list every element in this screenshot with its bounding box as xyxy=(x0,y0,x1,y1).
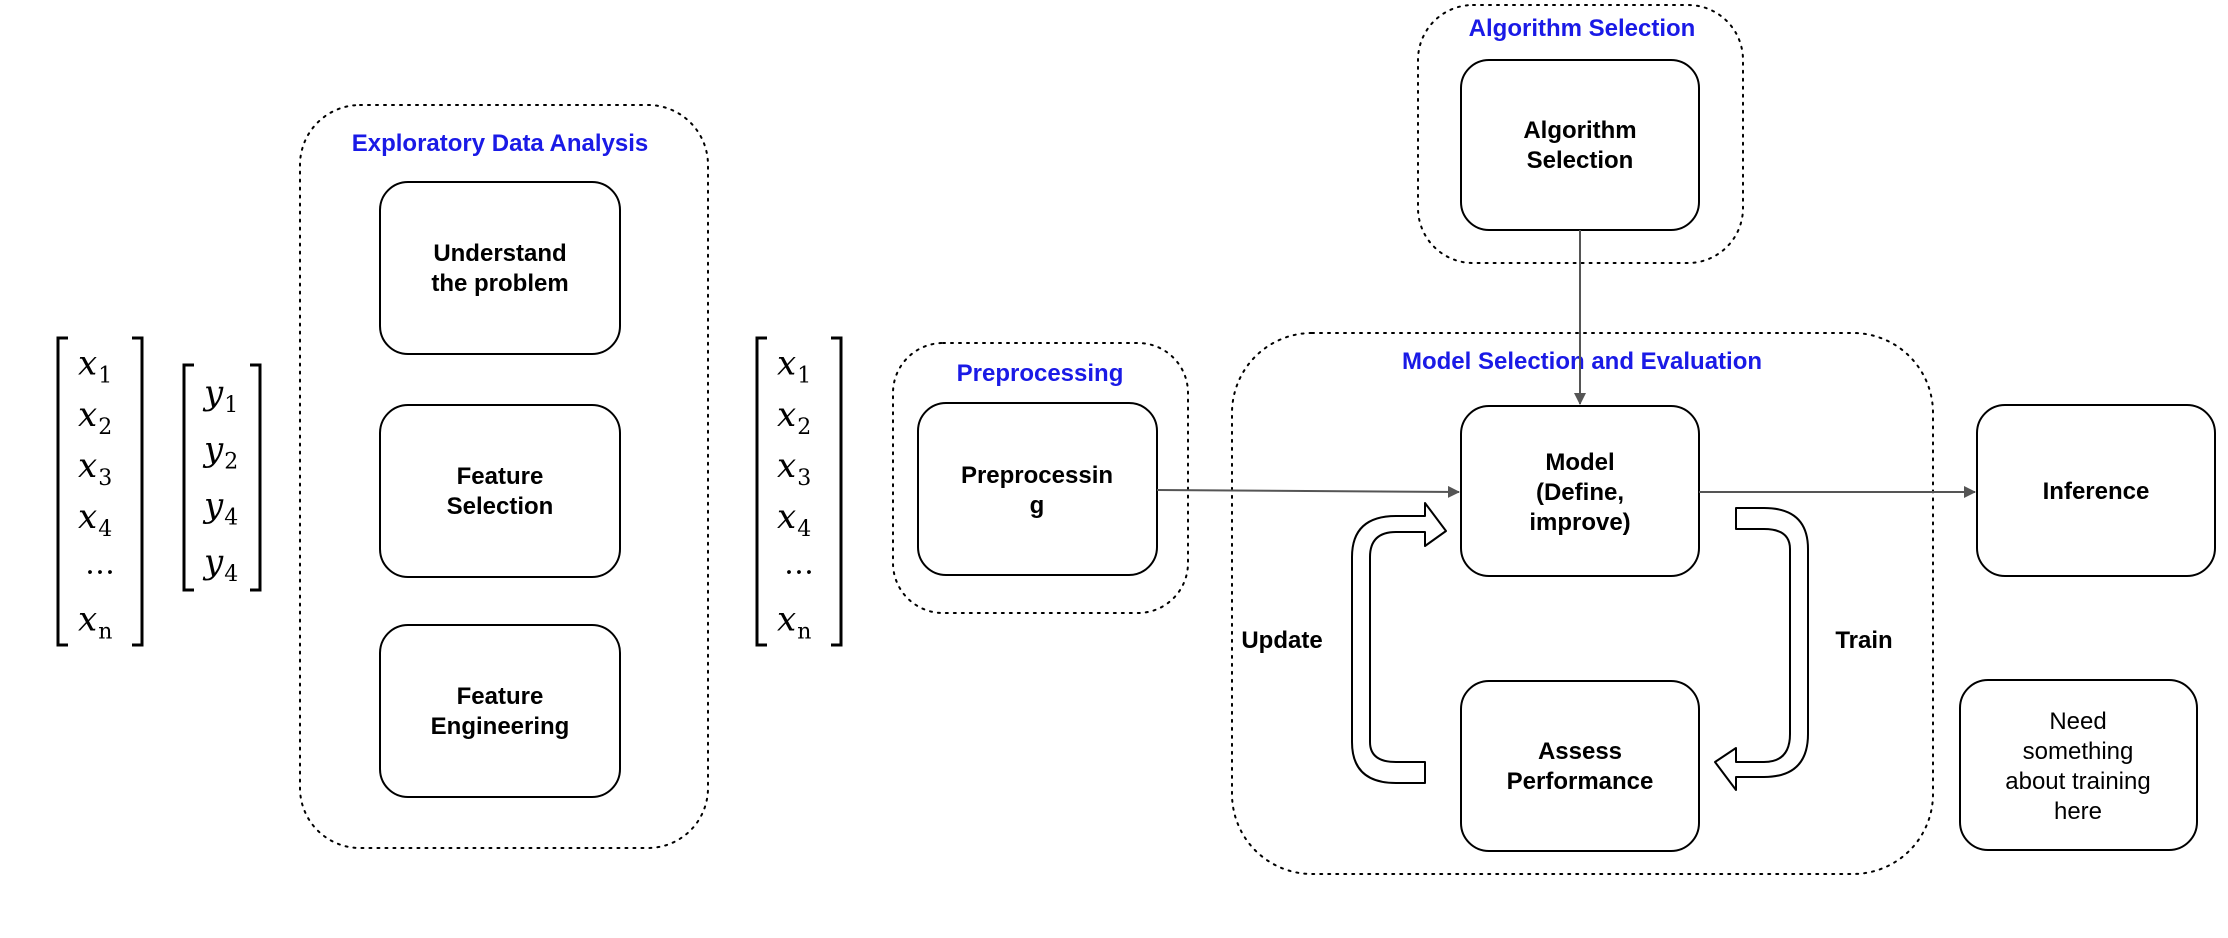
algorithm-selection-group-title: Algorithm Selection xyxy=(1469,15,1696,42)
vector-entry: y1 xyxy=(202,373,238,418)
preprocessing-label: Preprocessin g xyxy=(961,462,1113,519)
vector-subscript: 4 xyxy=(224,562,238,587)
vector-subscript: 3 xyxy=(98,466,112,491)
algorithm-selection-group xyxy=(1417,4,1744,264)
vector-entry: y2 xyxy=(202,429,238,474)
label-line: (Define, xyxy=(1536,479,1624,506)
vector-entry: x4 xyxy=(777,497,811,542)
x-input-vector: x1 x2 x3 x4 … xn xyxy=(56,336,144,647)
vector-subscript: 1 xyxy=(224,393,238,418)
vector-subscript: 1 xyxy=(797,364,811,389)
label-line: Selection xyxy=(1527,147,1634,174)
vector-entry: xn xyxy=(78,599,112,644)
label-line: Model xyxy=(1545,449,1614,476)
vector-subscript: 2 xyxy=(797,415,811,440)
train-edge-label: Train xyxy=(1835,627,1892,654)
right-bracket xyxy=(132,336,144,647)
vector-entry: x2 xyxy=(78,395,112,440)
vector-subscript: n xyxy=(797,619,811,644)
label-line: Understand xyxy=(433,240,566,267)
model-label: Model (Define, improve) xyxy=(1529,449,1630,536)
model-selection-group xyxy=(1231,332,1934,875)
label-line: g xyxy=(1030,492,1045,519)
label-line: the problem xyxy=(431,270,568,297)
label-line: Assess xyxy=(1538,738,1622,765)
vector-subscript: 4 xyxy=(797,517,811,542)
vector-entry: x2 xyxy=(777,395,811,440)
inference-box[interactable]: Inference xyxy=(1976,404,2216,577)
label-line: Preprocessin xyxy=(961,462,1113,489)
right-bracket xyxy=(250,363,262,592)
x-processed-vector: x1 x2 x3 x4 … xn xyxy=(755,336,843,647)
vector-entry: xn xyxy=(777,599,811,644)
vector-subscript: 2 xyxy=(98,415,112,440)
left-bracket xyxy=(56,336,68,647)
vector-subscript: 1 xyxy=(98,364,112,389)
label-line: Algorithm xyxy=(1523,117,1636,144)
left-bracket xyxy=(755,336,767,647)
label-line: Selection xyxy=(447,493,554,520)
label-line: Feature xyxy=(457,463,544,490)
update-loop-arrow-outline xyxy=(1351,502,1447,784)
y-input-vector: y1 y2 y4 y4 xyxy=(182,363,262,592)
eda-group-title: Exploratory Data Analysis xyxy=(352,130,649,157)
vector-subscript: 3 xyxy=(797,466,811,491)
training-note-box[interactable]: Need something about training here xyxy=(1959,679,2198,851)
eda-group xyxy=(299,104,709,849)
vector-subscript: 4 xyxy=(98,517,112,542)
label-line: about training xyxy=(2005,768,2150,795)
preprocessing-box[interactable]: Preprocessin g xyxy=(917,402,1158,576)
model-selection-group-title: Model Selection and Evaluation xyxy=(1402,348,1762,375)
label-line: improve) xyxy=(1529,509,1630,536)
train-loop-arrow-outline xyxy=(1714,507,1809,791)
preprocessing-group-title: Preprocessing xyxy=(957,360,1124,387)
vector-subscript: 4 xyxy=(224,506,238,531)
label-line: Inference xyxy=(2043,478,2150,505)
label-line: something xyxy=(2023,738,2134,765)
label-line: Feature xyxy=(457,683,544,710)
vector-entry: x1 xyxy=(777,344,811,389)
vector-entry: x1 xyxy=(78,344,112,389)
left-bracket xyxy=(182,363,194,592)
label-line: here xyxy=(2054,798,2102,825)
understand-problem-box[interactable]: Understand the problem xyxy=(379,181,621,355)
label-line: Performance xyxy=(1507,768,1654,795)
preprocessing-group xyxy=(892,342,1189,614)
vector-entry: … xyxy=(784,546,814,581)
right-bracket xyxy=(831,336,843,647)
vector-entry: … xyxy=(85,546,115,581)
vector-subscript: 2 xyxy=(224,449,238,474)
vector-subscript: n xyxy=(98,619,112,644)
label-line: Engineering xyxy=(431,713,570,740)
vector-entry: y4 xyxy=(202,486,238,531)
training-note-label: Need something about training here xyxy=(2005,708,2150,825)
label-line: Need xyxy=(2049,708,2106,735)
vector-entry: y4 xyxy=(202,542,238,587)
update-loop-arrow xyxy=(1375,516,1446,784)
vector-entry: x4 xyxy=(78,497,112,542)
vector-entry: x3 xyxy=(777,446,811,491)
inference-label: Inference xyxy=(2043,478,2150,505)
preprocessing-to-model-arrow xyxy=(1156,485,1460,498)
update-edge-label: Update xyxy=(1241,627,1322,654)
understand-problem-label: Understand the problem xyxy=(431,240,568,297)
model-box[interactable]: Model (Define, improve) xyxy=(1460,405,1700,577)
vector-entry: x3 xyxy=(78,446,112,491)
